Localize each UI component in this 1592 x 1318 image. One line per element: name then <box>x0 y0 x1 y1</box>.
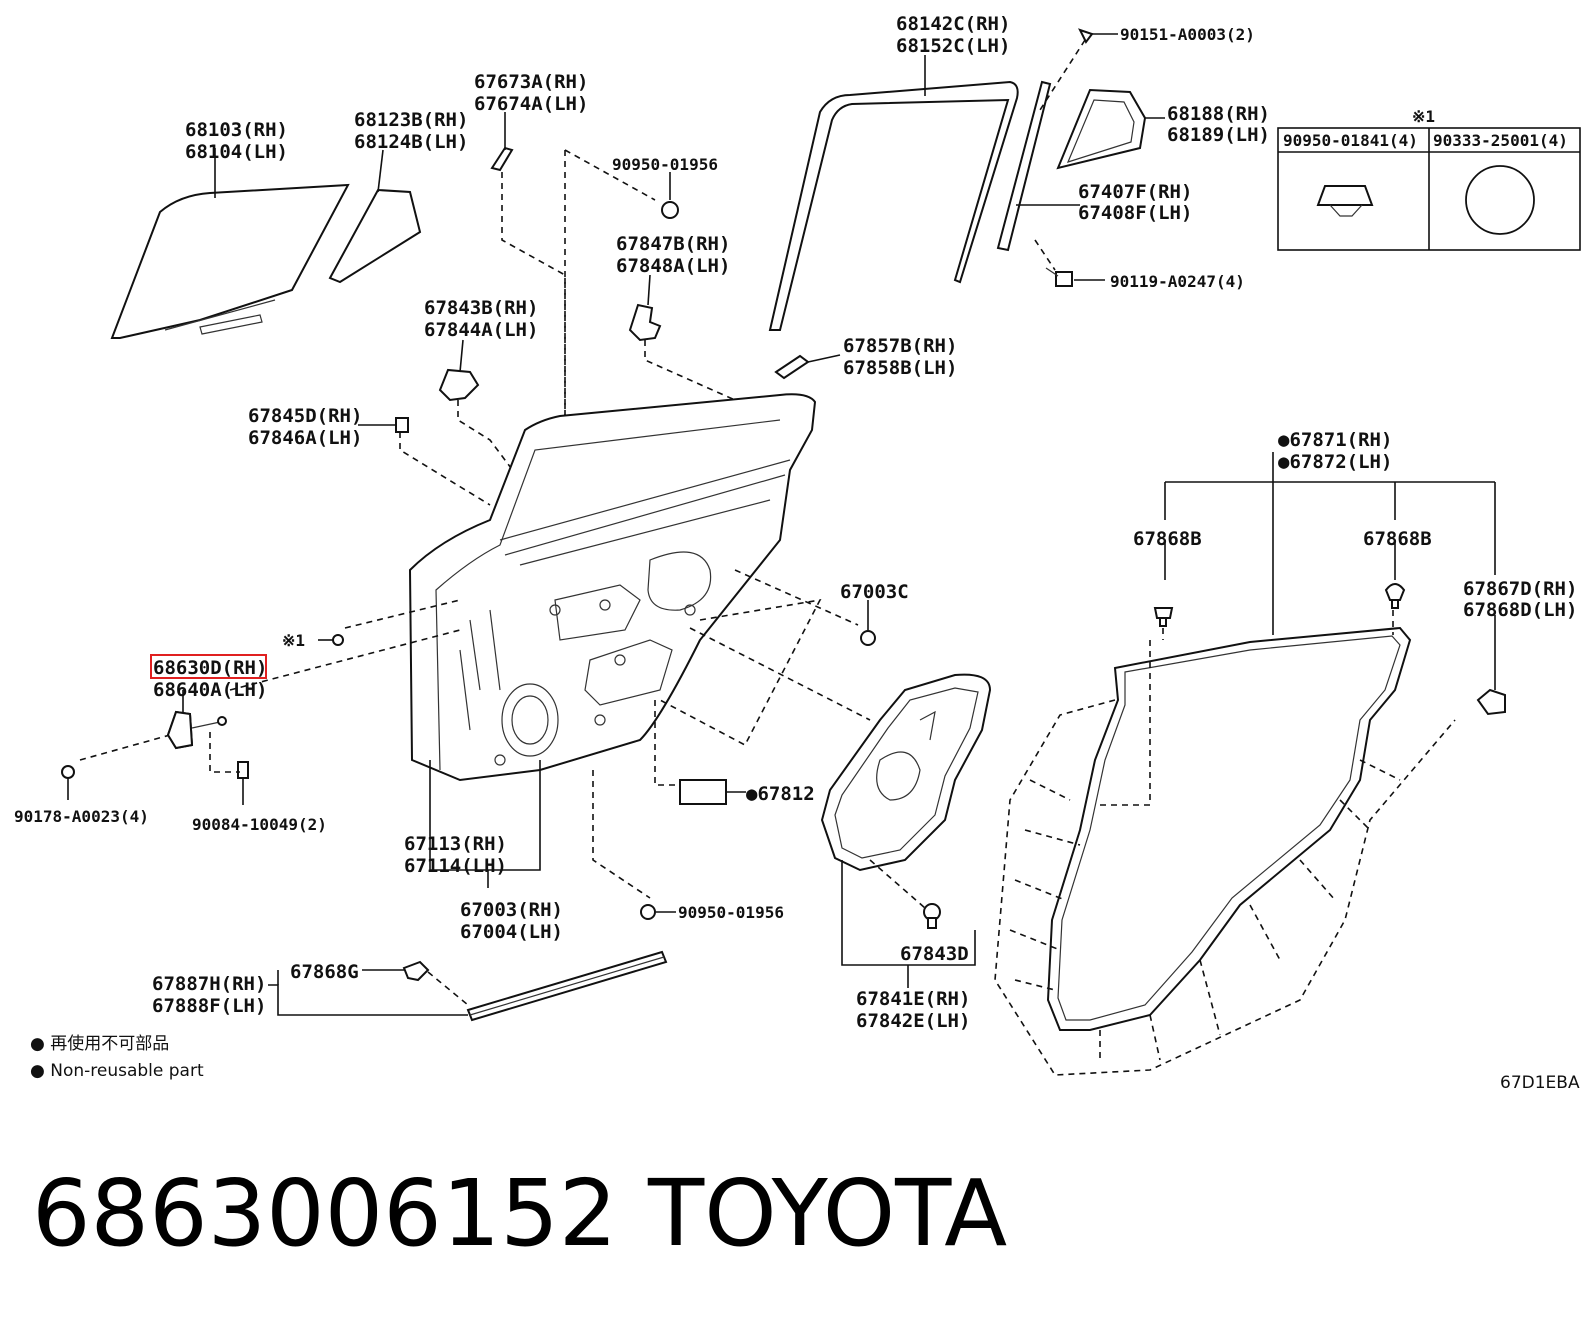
label-67113: 67113(RH) <box>404 833 507 855</box>
label-67868B-left: 67868B <box>1133 528 1202 550</box>
label-67845D: 67845D(RH) <box>248 405 362 427</box>
label-67114: 67114(LH) <box>404 855 507 877</box>
label-67857B: 67857B(RH) <box>843 335 957 357</box>
label-67872: ●67872(LH) <box>1278 451 1392 473</box>
label-67846A: 67846A(LH) <box>248 427 362 449</box>
note-table-col1: 90950-01841(4) <box>1283 131 1418 150</box>
label-67868B-right: 67868B <box>1363 528 1432 550</box>
label-68640A: 68640A(LH) <box>153 679 267 701</box>
run-channel <box>768 80 1019 331</box>
service-hole-cover <box>820 673 992 872</box>
label-68104: 68104(LH) <box>185 141 288 163</box>
note-table-marker: ※1 <box>1412 107 1435 126</box>
label-90950-bottom: 90950-01956 <box>678 903 784 922</box>
label-68152C: 68152C(LH) <box>896 35 1010 57</box>
clip-67673 <box>490 146 514 172</box>
label-68142C: 68142C(RH) <box>896 13 1010 35</box>
label-67674A: 67674A(LH) <box>474 93 588 115</box>
label-68189: 68189(LH) <box>1167 124 1270 146</box>
screw-90151 <box>1078 28 1094 44</box>
clip-67845 <box>395 417 409 433</box>
footer-brand: TOYOTA <box>647 1160 1007 1267</box>
hinge-68630 <box>166 710 227 750</box>
label-68123B: 68123B(RH) <box>354 109 468 131</box>
label-67841E: 67841E(RH) <box>856 988 970 1010</box>
highlight-box <box>150 654 267 679</box>
clip-note1 <box>332 634 344 646</box>
bolt-90084 <box>237 761 249 779</box>
clip-67843D <box>923 903 941 929</box>
label-67004: 67004(LH) <box>460 921 563 943</box>
label-67888F: 67888F(LH) <box>152 995 266 1017</box>
division-bar <box>996 80 1052 252</box>
clip-67868G <box>402 960 430 982</box>
label-67842E: 67842E(LH) <box>856 1010 970 1032</box>
note-table <box>1277 127 1581 251</box>
clip-90950-top <box>661 201 679 219</box>
belt-moulding <box>466 950 668 1022</box>
quarter-seal <box>1056 88 1147 170</box>
label-67867D: 67867D(RH) <box>1463 578 1577 600</box>
label-67843B: 67843B(RH) <box>424 297 538 319</box>
label-note1: ※1 <box>282 631 305 650</box>
weatherstrip <box>994 626 1456 1076</box>
legend-line-en: ● Non-reusable part <box>30 1061 204 1081</box>
bolt-90178 <box>61 765 75 779</box>
rear-door-glass <box>110 183 350 339</box>
label-67407F: 67407F(RH) <box>1078 181 1192 203</box>
label-67843D: 67843D <box>900 943 969 965</box>
label-67003C: 67003C <box>840 581 909 603</box>
label-67848A: 67848A(LH) <box>616 255 730 277</box>
label-67844A: 67844A(LH) <box>424 319 538 341</box>
label-90084: 90084-10049(2) <box>192 815 327 834</box>
label-67868G: 67868G <box>290 961 359 983</box>
bracket-67843B <box>438 368 480 402</box>
label-67887H: 67887H(RH) <box>152 973 266 995</box>
grommet-67003C <box>860 630 876 646</box>
bracket-67847 <box>628 303 662 342</box>
callout-labels: 68103(RH) 68104(LH) 68123B(RH) 68124B(LH… <box>14 13 1580 1267</box>
label-68188: 68188(RH) <box>1167 103 1270 125</box>
label-67408F: 67408F(LH) <box>1078 202 1192 224</box>
diagram-code: 67D1EBA <box>1500 1073 1580 1093</box>
label-67871: ●67871(RH) <box>1278 429 1392 451</box>
label-67858B: 67858B(LH) <box>843 357 957 379</box>
label-68124B: 68124B(LH) <box>354 131 468 153</box>
clip-67868B-right <box>1384 583 1406 609</box>
seal-67812 <box>679 779 727 805</box>
footer-part-number: 6863006152 <box>32 1160 617 1267</box>
label-68103: 68103(RH) <box>185 119 288 141</box>
label-67847B: 67847B(RH) <box>616 233 730 255</box>
label-68630D: 68630D(RH) <box>153 657 267 679</box>
clip-90950-bottom <box>640 904 656 920</box>
note-table-col2: 90333-25001(4) <box>1433 131 1568 150</box>
label-67868D: 67868D(LH) <box>1463 599 1577 621</box>
legend-line-jp: ● 再使用不可部品 <box>30 1033 169 1054</box>
door-panel <box>408 393 817 782</box>
label-67673A: 67673A(RH) <box>474 71 588 93</box>
bolt-90119 <box>1045 267 1073 287</box>
label-90151: 90151-A0003(2) <box>1120 25 1255 44</box>
clip-67868B-left <box>1153 607 1174 627</box>
label-90119: 90119-A0247(4) <box>1110 272 1245 291</box>
label-67003: 67003(RH) <box>460 899 563 921</box>
clip-67857 <box>774 354 810 380</box>
clip-67867D <box>1476 688 1506 716</box>
label-67812: ●67812 <box>746 783 815 805</box>
label-90950-top: 90950-01956 <box>612 155 718 174</box>
quarter-glass <box>328 188 422 284</box>
label-90178: 90178-A0023(4) <box>14 807 149 826</box>
